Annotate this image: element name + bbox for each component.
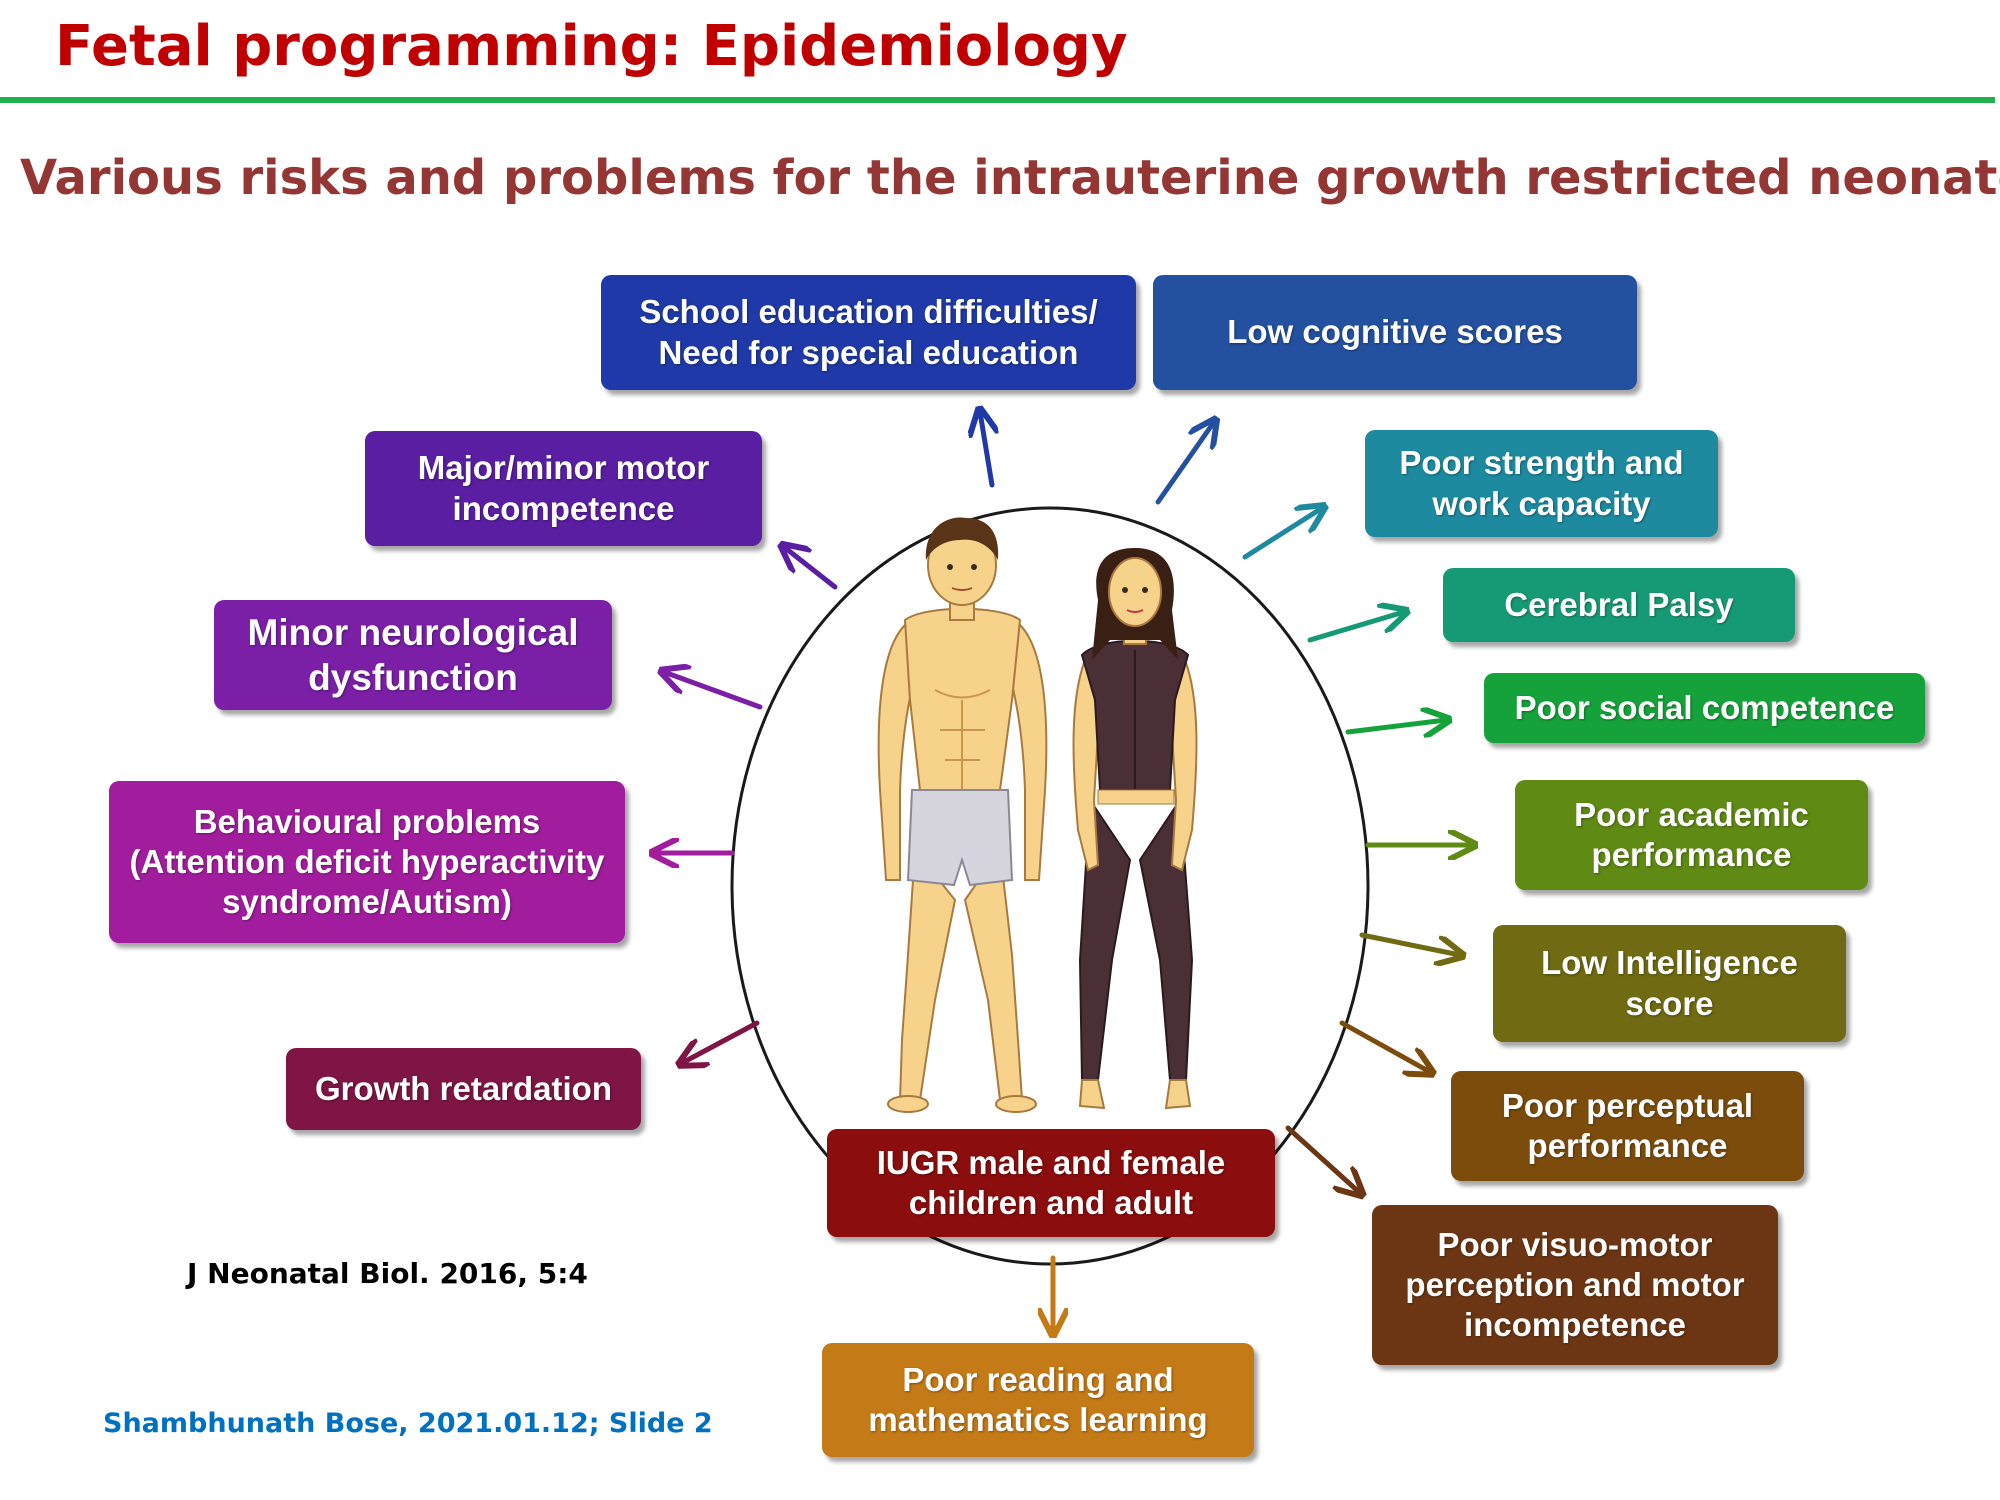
- minor-neurological-dysfunction-box: Minor neurological dysfunction: [214, 600, 612, 710]
- arrow-perceptual: [1339, 1020, 1430, 1072]
- low-intelligence-score-box: Low Intelligence score: [1493, 925, 1846, 1042]
- slide-footer: Shambhunath Bose, 2021.01.12; Slide 2: [103, 1408, 713, 1439]
- growth-retardation-box: Growth retardation: [286, 1048, 641, 1130]
- citation-reference: J Neonatal Biol. 2016, 5:4: [187, 1257, 588, 1290]
- poor-academic-performance-box: Poor academic performance: [1515, 780, 1868, 890]
- female-figure-icon: [1072, 548, 1198, 1110]
- behavioural-problems-box: Behavioural problems (Attention deficit …: [109, 781, 625, 943]
- cerebral-palsy-box: Cerebral Palsy: [1443, 568, 1795, 642]
- arrow-intelligence: [1359, 932, 1460, 955]
- arrow-growth: [682, 1020, 760, 1063]
- poor-reading-math-box: Poor reading and mathematics learning: [822, 1343, 1254, 1457]
- title-divider: [0, 97, 1995, 103]
- slide-title: Fetal programming: Epidemiology: [55, 14, 1128, 79]
- arrow-school: [980, 412, 992, 488]
- arrow-visuomotor: [1285, 1125, 1360, 1193]
- arrow-cerebral: [1307, 612, 1404, 643]
- poor-visuo-motor-box: Poor visuo-motor perception and motor in…: [1372, 1205, 1778, 1365]
- slide-subtitle: Various risks and problems for the intra…: [20, 150, 2000, 206]
- school-education-box: School education difficulties/ Need for …: [601, 275, 1136, 390]
- poor-strength-box: Poor strength and work capacity: [1365, 430, 1718, 537]
- motor-incompetence-box: Major/minor motor incompetence: [365, 431, 762, 546]
- poor-social-competence-box: Poor social competence: [1484, 673, 1925, 743]
- iugr-children-adult-box: IUGR male and female children and adult: [827, 1129, 1275, 1237]
- arrow-neuro: [664, 672, 763, 710]
- arrow-strength: [1242, 508, 1322, 560]
- arrow-cognitive: [1155, 422, 1214, 505]
- arrow-motor: [784, 547, 838, 590]
- arrow-social: [1345, 720, 1446, 732]
- male-figure-icon: [877, 517, 1048, 1113]
- low-cognitive-scores-box: Low cognitive scores: [1153, 275, 1637, 390]
- poor-perceptual-performance-box: Poor perceptual performance: [1451, 1071, 1804, 1181]
